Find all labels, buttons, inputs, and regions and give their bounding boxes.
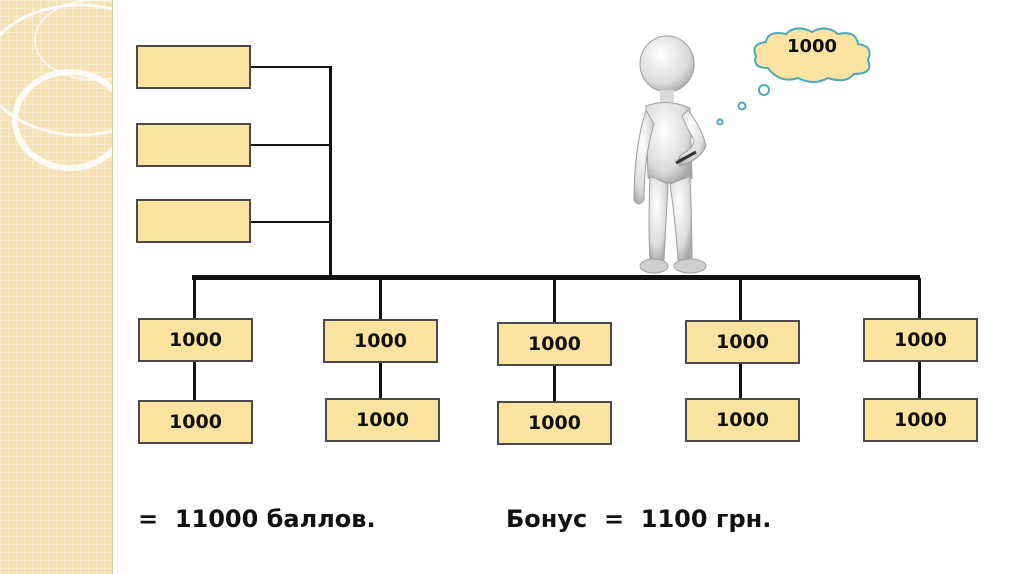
thought-bubble-text: 1000	[748, 36, 876, 57]
connector-line	[329, 66, 332, 276]
connector-line	[918, 360, 921, 400]
connector-line	[379, 360, 382, 400]
sidebar-swirl-ornament	[0, 0, 112, 574]
bottom-value-box: 1000	[863, 398, 978, 442]
left-box	[136, 45, 251, 89]
top-value-box: 1000	[863, 318, 978, 362]
bonus-text: Бонус = 1100 грн.	[506, 505, 771, 533]
left-box	[136, 199, 251, 243]
top-value-box: 1000	[497, 322, 612, 366]
connector-line	[193, 360, 196, 400]
thought-dots	[712, 82, 772, 132]
connector-line	[553, 278, 556, 322]
decorative-sidebar	[0, 0, 113, 574]
connector-line	[553, 364, 556, 402]
top-value-box: 1000	[138, 318, 253, 362]
connector-line	[250, 144, 331, 146]
connector-line	[739, 278, 742, 320]
connector-line	[379, 278, 382, 320]
connector-line	[250, 66, 331, 68]
connector-line	[739, 362, 742, 400]
connector-line	[918, 278, 921, 318]
bottom-value-box: 1000	[325, 398, 440, 442]
bottom-value-box: 1000	[685, 398, 800, 442]
left-box	[136, 123, 251, 167]
top-value-box: 1000	[323, 319, 438, 363]
connector-line	[250, 221, 331, 223]
connector-line	[193, 278, 196, 318]
bottom-value-box: 1000	[497, 401, 612, 445]
bottom-value-box: 1000	[138, 400, 253, 444]
top-value-box: 1000	[685, 320, 800, 364]
thinking-person-figure	[620, 28, 730, 278]
main-horizontal-line	[192, 275, 920, 280]
points-total-text: = 11000 баллов.	[138, 505, 376, 533]
